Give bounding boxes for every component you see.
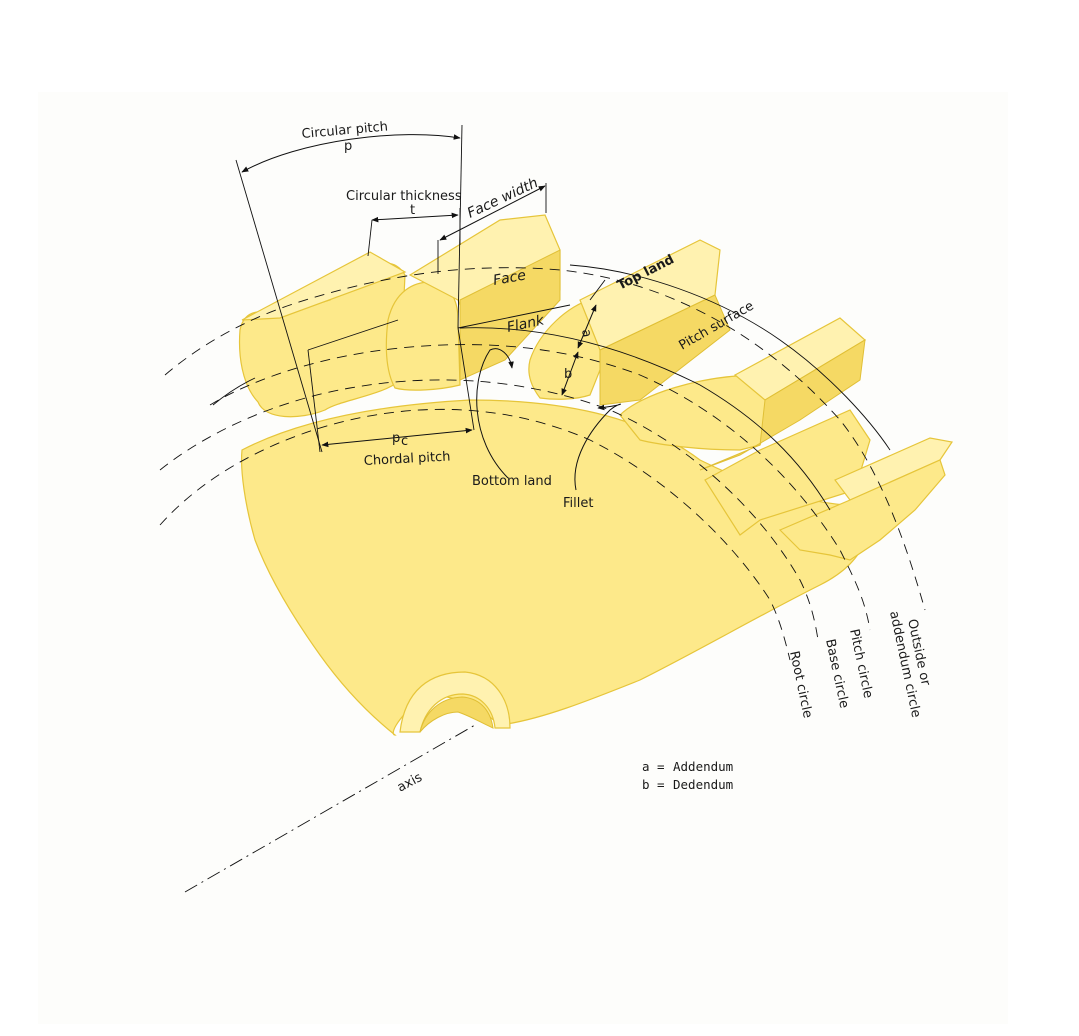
label-base-circle: Base circle	[822, 638, 851, 710]
legend-a-symbol: a	[642, 759, 650, 774]
label-chordal-pitch: Chordal pitch	[363, 449, 450, 469]
legend-a-eq: =	[657, 759, 665, 774]
label-b: b	[564, 367, 572, 382]
label-face-width: Face width	[465, 175, 541, 222]
legend-b-term: Dedendum	[673, 777, 733, 792]
label-bottom-land: Bottom land	[472, 474, 552, 489]
axis-line	[184, 724, 476, 893]
pitch-and-base-circles	[159, 264, 926, 661]
label-root-circle: Root circle	[786, 650, 815, 720]
label-pitch-circle: Pitch circle	[846, 628, 875, 700]
label-pc-sub: c	[401, 434, 408, 449]
gear-teeth	[238, 214, 954, 561]
label-fillet: Fillet	[563, 496, 593, 511]
label-face: Face	[492, 267, 527, 288]
label-t: t	[410, 203, 415, 218]
legend-b-symbol: b	[642, 777, 650, 792]
legend: a = Addendum b = Dedendum	[642, 759, 733, 792]
label-circular-thickness: Circular thickness	[346, 189, 462, 204]
legend-b-eq: =	[657, 777, 665, 792]
legend-a-term: Addendum	[673, 759, 733, 774]
labels: Circular pitch p Circular thickness t Fa…	[301, 119, 933, 795]
label-pc-p: p	[392, 431, 400, 446]
dimension-lines	[235, 124, 621, 491]
label-axis: axis	[395, 770, 425, 796]
label-p: p	[344, 139, 352, 154]
label-flank: Flank	[506, 312, 547, 336]
label-a: a	[578, 328, 594, 338]
